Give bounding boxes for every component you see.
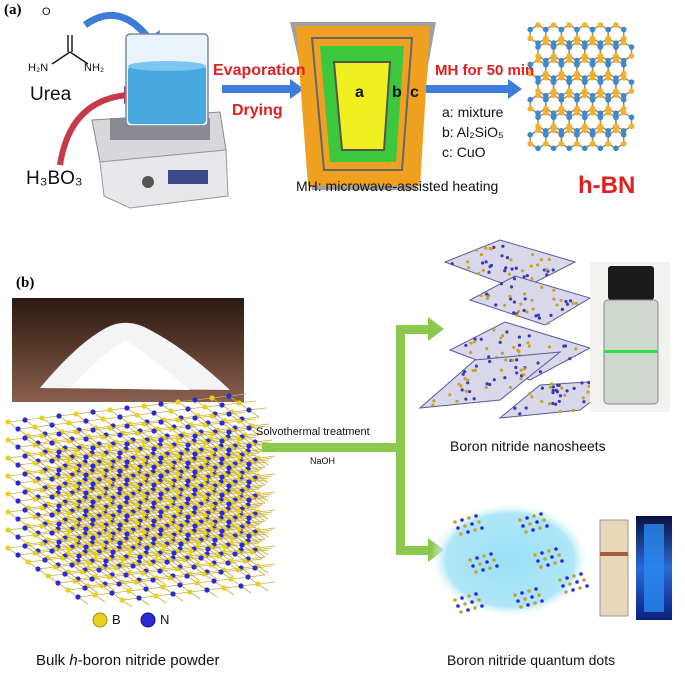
bulk-caption-prefix: Bulk xyxy=(36,652,69,669)
nitrogen-atom-icon xyxy=(141,613,155,627)
quantum-dots-icon xyxy=(430,502,590,618)
bulk-caption: Bulk h-boron nitride powder xyxy=(36,652,219,669)
boron-atom-icon xyxy=(93,613,107,627)
arrow-to-nanosheets-icon xyxy=(428,317,444,341)
legend-boron-label: B xyxy=(112,612,121,627)
bulk-caption-italic: h xyxy=(69,652,77,669)
nanosheet xyxy=(470,276,590,325)
process-label: Solvothermal treatment xyxy=(256,426,370,438)
quantum-dot-vial-photo xyxy=(600,516,672,620)
nanosheet-vial-photo xyxy=(590,262,670,412)
branch-arrows xyxy=(262,317,444,562)
nanosheets-caption: Boron nitride nanosheets xyxy=(450,438,606,454)
reagent-label: NaOH xyxy=(310,456,335,466)
bulk-caption-suffix: -boron nitride powder xyxy=(78,652,220,669)
bulk-hbn-layers-icon xyxy=(5,393,275,607)
quantum-dots-caption: Boron nitride quantum dots xyxy=(447,652,615,668)
powder-photo xyxy=(12,298,244,402)
legend-nitrogen-label: N xyxy=(160,612,169,627)
